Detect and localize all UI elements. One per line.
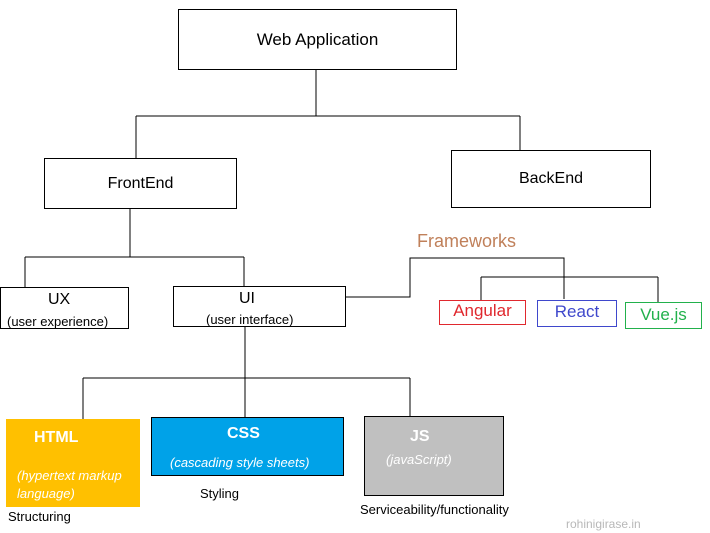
react-label: React [554, 302, 600, 321]
connector-root-split [135, 70, 521, 158]
connector-frameworks-split [480, 276, 659, 302]
html-caption: Structuring [8, 509, 71, 524]
ui-label: UI [239, 290, 255, 307]
css-label: CSS [227, 425, 260, 442]
react-node: React [537, 300, 617, 327]
js-caption: Serviceability/functionality [360, 502, 509, 517]
angular-node: Angular [439, 300, 526, 325]
frameworks-label: Frameworks [417, 231, 517, 251]
html-node: HTML (hypertext markup language) [6, 419, 140, 507]
angular-label: Angular [453, 301, 512, 320]
ux-sublabel: (user experience) [7, 314, 109, 329]
vue-label: Vue.js [640, 305, 687, 324]
backend-node: BackEnd [451, 150, 651, 208]
css-sublabel: (cascading style sheets) [170, 455, 310, 470]
css-node: CSS (cascading style sheets) [151, 417, 344, 476]
watermark: rohinigirase.in [566, 517, 641, 531]
ux-label: UX [48, 291, 71, 308]
html-sublabel: (hypertext markup language) [17, 468, 122, 501]
web-application-node: Web Application [178, 9, 457, 70]
frontend-node: FrontEnd [44, 158, 237, 209]
ui-node: UI (user interface) [173, 286, 346, 327]
connector-ui-split [82, 326, 411, 419]
js-node: JS (javaScript) [364, 416, 504, 496]
frontend-label: FrontEnd [107, 174, 174, 192]
backend-label: BackEnd [518, 170, 584, 187]
ux-node: UX (user experience) [0, 287, 129, 329]
connector-frontend-split [24, 208, 245, 287]
css-caption: Styling [200, 486, 240, 501]
js-label: JS [410, 428, 430, 445]
web-application-label: Web Application [256, 29, 379, 49]
js-sublabel: (javaScript) [386, 452, 452, 467]
ui-sublabel: (user interface) [206, 312, 294, 327]
connector-ui-frameworks [346, 257, 565, 299]
vue-node: Vue.js [625, 302, 702, 329]
html-label: HTML [34, 429, 79, 446]
